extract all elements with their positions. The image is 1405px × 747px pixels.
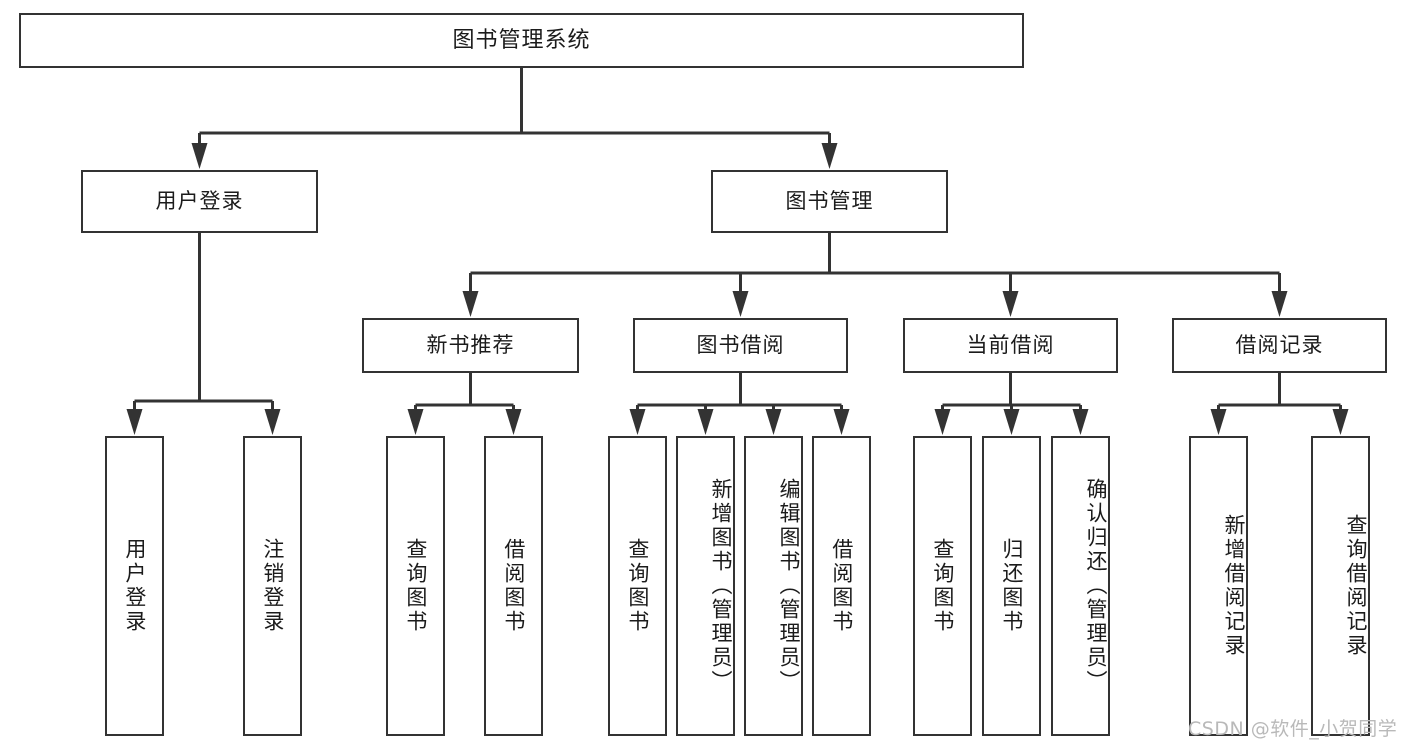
node-l4-cur-1: 查询图书 [913,436,972,736]
node-l4-cur-2: 归还图书 [982,436,1041,736]
node-label: 归还图书 [999,538,1024,634]
node-l4-rec-1: 新增借阅记录 [1189,436,1248,736]
edge-arrowhead [126,409,143,435]
edge-arrowhead [264,409,281,435]
node-l2-login: 用户登录 [81,170,318,233]
edge-arrowhead [1210,409,1227,435]
node-label: 当前借阅 [966,333,1055,358]
edge-arrowhead [1271,291,1288,317]
node-label: 借阅记录 [1235,333,1324,358]
edge-arrowhead [1072,409,1089,435]
edge-arrowhead [1332,409,1349,435]
node-label: 新增借阅记录 [1222,514,1246,658]
edge-arrowhead [462,291,479,317]
node-label: 查询图书 [403,538,428,634]
node-label: 用户登录 [122,538,147,634]
node-l4-login-2: 注销登录 [243,436,302,736]
node-label: 注销登录 [260,538,285,634]
node-label: 查询图书 [625,538,650,634]
node-l4-login-1: 用户登录 [105,436,164,736]
node-l4-new-2: 借阅图书 [484,436,543,736]
node-l3-record: 借阅记录 [1172,318,1387,373]
edge-arrowhead [934,409,951,435]
edge-arrowhead [833,409,850,435]
edge-arrowhead [1002,291,1019,317]
node-l4-bor-1: 查询图书 [608,436,667,736]
edge-arrowhead [765,409,782,435]
node-root: 图书管理系统 [19,13,1024,68]
edge-arrowhead [629,409,646,435]
node-label: 借阅图书 [829,538,854,634]
edge-arrowhead [732,291,749,317]
node-label: 借阅图书 [501,538,526,634]
node-l4-bor-3: 编辑图书（管理员） [744,436,803,736]
node-l3-current: 当前借阅 [903,318,1118,373]
node-l3-borrow: 图书借阅 [633,318,848,373]
watermark-label: CSDN @软件_小贺同学 [1188,718,1398,740]
node-label: 查询图书 [930,538,955,634]
node-label: 图书管理系统 [452,27,591,53]
node-l3-new: 新书推荐 [362,318,579,373]
edge-arrowhead [505,409,522,435]
node-label: 新增图书（管理员） [709,478,733,694]
node-l4-rec-2: 查询借阅记录 [1311,436,1370,736]
edge-arrowhead [1003,409,1020,435]
node-label: 新书推荐 [426,333,515,358]
node-l2-books: 图书管理 [711,170,948,233]
node-label: 用户登录 [155,189,244,214]
node-label: 查询借阅记录 [1344,514,1368,658]
edge-arrowhead [821,143,838,169]
edge-arrowhead [407,409,424,435]
node-label: 图书管理 [785,189,874,214]
node-l4-cur-3: 确认归还（管理员） [1051,436,1110,736]
node-l4-new-1: 查询图书 [386,436,445,736]
node-label: 确认归还（管理员） [1084,478,1108,694]
edge-arrowhead [697,409,714,435]
node-label: 图书借阅 [696,333,785,358]
edge-arrowhead [191,143,208,169]
node-l4-bor-2: 新增图书（管理员） [676,436,735,736]
node-l4-bor-4: 借阅图书 [812,436,871,736]
node-label: 编辑图书（管理员） [777,478,801,694]
